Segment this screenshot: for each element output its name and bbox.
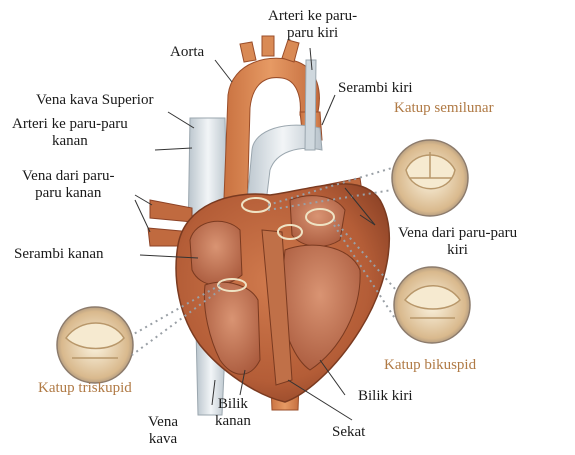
right-atrium-shape — [190, 221, 242, 285]
label-bilik-kanan-line2: kanan — [215, 413, 251, 430]
label-bilik-kanan: Bilik kanan — [215, 396, 251, 430]
label-vena-paru-kanan-line1: Vena dari paru- — [22, 168, 114, 185]
left-atrium-shape — [290, 196, 345, 247]
label-katup-triskupid: Katup triskupid — [38, 380, 132, 397]
label-arteri-paru-kanan-line1: Arteri ke paru-paru — [12, 116, 128, 133]
label-vena-kava: Vena kava — [148, 414, 178, 448]
label-vena-paru-kiri-line2: kiri — [398, 242, 517, 259]
tricuspid-valve-inset — [57, 307, 133, 383]
semilunar-valve-inset — [392, 140, 468, 216]
label-vena-dari-paru-kanan: Vena dari paru- paru kanan — [22, 168, 114, 202]
label-bilik-kiri: Bilik kiri — [358, 388, 413, 405]
label-vena-kava-line2: kava — [148, 431, 178, 448]
label-bilik-kanan-line1: Bilik — [215, 396, 251, 413]
label-vena-paru-kiri-line1: Vena dari paru-paru — [398, 225, 517, 242]
label-katup-semilunar: Katup semilunar — [394, 100, 494, 117]
label-vena-kava-line1: Vena — [148, 414, 178, 431]
right-pulmonary-vein-shape — [150, 200, 192, 222]
label-arteri-paru-kanan-line2: kanan — [12, 133, 128, 150]
label-serambi-kiri: Serambi kiri — [338, 80, 413, 97]
label-sekat: Sekat — [332, 424, 365, 441]
label-arteri-paru-kiri-line2: paru kiri — [268, 25, 357, 42]
label-arteri-paru-kanan: Arteri ke paru-paru kanan — [12, 116, 128, 150]
label-aorta: Aorta — [170, 44, 204, 61]
label-katup-bikuspid: Katup bikuspid — [384, 357, 476, 374]
label-serambi-kanan: Serambi kanan — [14, 246, 104, 263]
bicuspid-valve-inset — [394, 267, 470, 343]
label-vena-paru-kanan-line2: paru kanan — [22, 185, 114, 202]
label-arteri-paru-kiri-line1: Arteri ke paru- — [268, 8, 357, 25]
label-arteri-paru-kiri: Arteri ke paru- paru kiri — [268, 8, 357, 42]
label-vena-dari-paru-kiri: Vena dari paru-paru kiri — [398, 225, 517, 259]
label-vena-kava-superior: Vena kava Superior — [36, 92, 153, 109]
